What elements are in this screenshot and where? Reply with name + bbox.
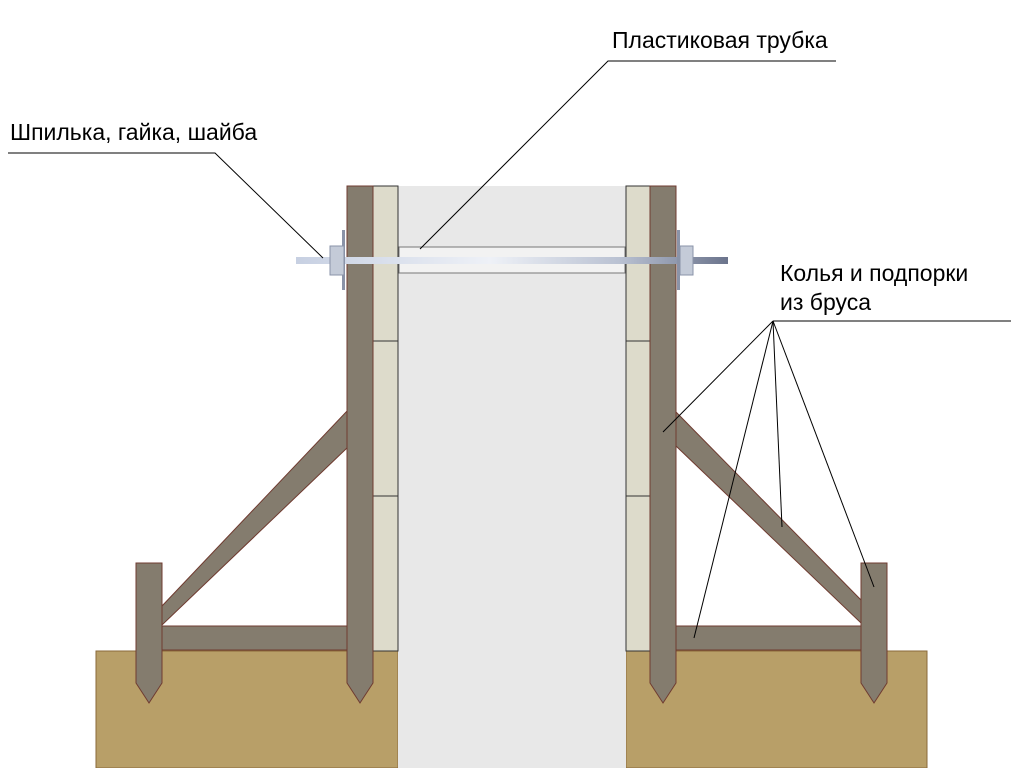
left-horizontal-brace bbox=[161, 625, 349, 651]
concrete-wall bbox=[398, 186, 626, 768]
right-formwork-boards bbox=[625, 185, 651, 652]
right-outer-stake bbox=[860, 562, 888, 704]
right-vertical-post bbox=[649, 185, 677, 704]
threaded-rod-icon bbox=[296, 257, 728, 264]
leader-lines bbox=[8, 60, 1011, 639]
nut-icon bbox=[329, 245, 345, 276]
washer-icon bbox=[677, 230, 680, 290]
nut-icon bbox=[679, 245, 694, 276]
left-nut-washer bbox=[329, 230, 345, 290]
right-horizontal-brace bbox=[675, 625, 862, 651]
stakes-label-line2: из бруса bbox=[780, 289, 871, 315]
stakes-label-line1: Колья и подпорки bbox=[780, 260, 968, 286]
plastic-tube-label: Пластиковая трубка bbox=[612, 27, 828, 53]
right-diagonal-strut bbox=[675, 410, 862, 625]
left-formwork-boards bbox=[372, 185, 399, 652]
left-diagonal-strut bbox=[161, 408, 349, 627]
stud-nut-washer-label: Шпилька, гайка, шайба bbox=[10, 119, 257, 145]
right-nut-washer bbox=[677, 230, 694, 290]
left-outer-stake bbox=[135, 562, 163, 704]
left-vertical-post bbox=[346, 185, 374, 704]
